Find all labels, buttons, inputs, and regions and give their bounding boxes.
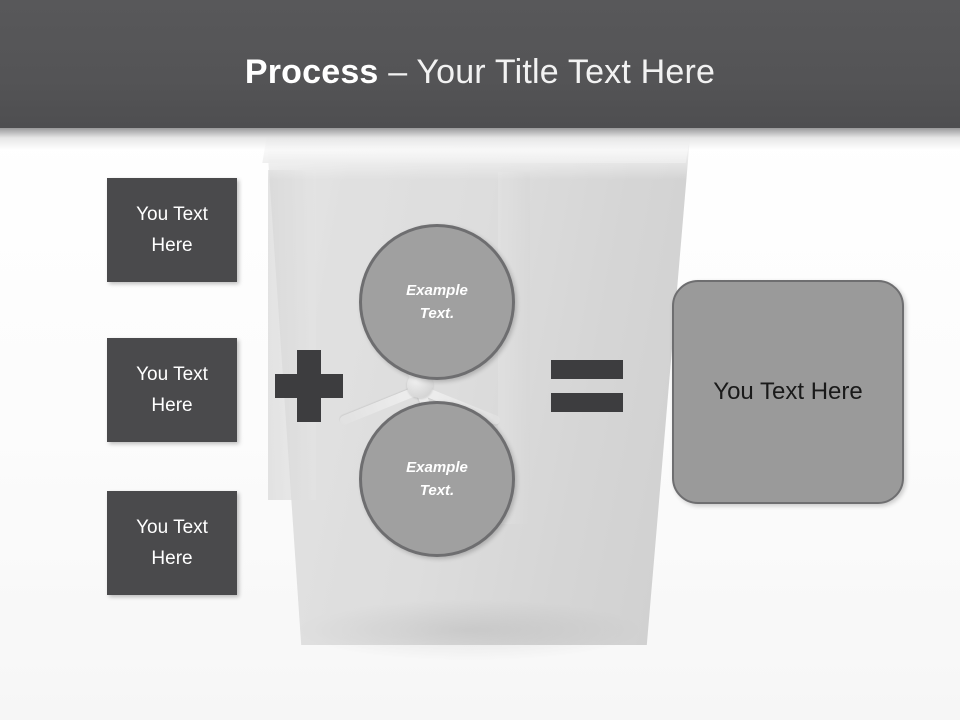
result-box[interactable]: You Text Here — [672, 280, 904, 504]
plus-icon — [275, 350, 343, 422]
plus-icon-vertical-bar — [297, 350, 321, 422]
page-title-strong: Process — [244, 53, 379, 91]
circle-bottom-line2: Text. — [419, 482, 455, 499]
circle-bottom-line1: Example — [406, 459, 468, 476]
safe-inner-left-panel — [268, 170, 316, 500]
left-box-2[interactable]: You Text Here — [107, 338, 237, 442]
page-title-light: – Your Title Text Here — [378, 53, 716, 91]
circle-top-line1: Example — [406, 282, 468, 299]
left-box-3[interactable]: You Text Here — [107, 491, 237, 595]
equals-icon-top-bar — [551, 360, 623, 379]
equals-icon-bottom-bar — [551, 393, 623, 412]
left-box-1-line1: You Text — [136, 204, 208, 225]
left-box-3-line2: Here — [151, 548, 193, 569]
result-box-label: You Text Here — [713, 378, 863, 405]
page-title: Process – Your Title Text Here — [0, 50, 960, 94]
safe-drop-shadow — [300, 600, 640, 660]
circle-top[interactable]: Example Text. — [359, 224, 515, 380]
left-box-3-line1: You Text — [136, 517, 208, 538]
left-box-2-line2: Here — [151, 395, 193, 416]
circle-top-line2: Text. — [419, 305, 455, 322]
left-box-1[interactable]: You Text Here — [107, 178, 237, 282]
left-box-2-line1: You Text — [136, 364, 208, 385]
title-band — [0, 0, 960, 128]
left-box-1-line2: Here — [151, 235, 193, 256]
equals-icon — [551, 360, 623, 412]
circle-bottom[interactable]: Example Text. — [359, 401, 515, 557]
title-band-shadow — [0, 128, 960, 150]
